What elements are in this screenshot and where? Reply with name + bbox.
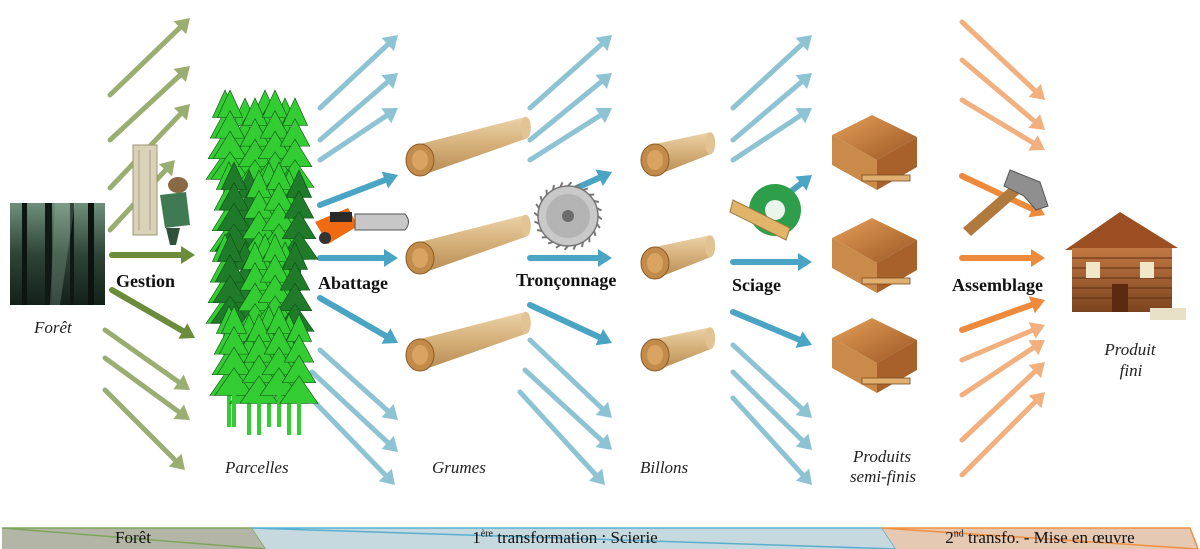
- log-icon: [405, 214, 531, 275]
- flow-arrow: [522, 367, 612, 450]
- chevron-label-mise-en-oeuvre: 2nd transfo. - Mise en œuvre: [945, 528, 1135, 547]
- flow-arrow: [730, 395, 812, 485]
- flow-arrow: [317, 171, 398, 208]
- flow-arrow: [527, 107, 612, 163]
- stage-parcelles: Parcelles: [225, 458, 289, 477]
- flow-arrow: [527, 35, 612, 111]
- flow-arrow: [959, 392, 1045, 478]
- flow-arrow: [102, 327, 190, 390]
- forest-photo-icon: [10, 203, 105, 305]
- tree-icon: [214, 305, 254, 427]
- log-icon: [640, 327, 716, 372]
- chevron-label-scierie: 1ère transformation : Scierie: [472, 528, 658, 547]
- plank-icon: [832, 115, 917, 190]
- flow-arrow: [317, 249, 398, 267]
- op-assemblage: Assemblage: [952, 275, 1043, 295]
- stage-grumes: Grumes: [432, 458, 486, 477]
- flow-arrow: [959, 19, 1045, 100]
- hammer-icon: [963, 169, 1049, 236]
- stage-produit-fini-line1: Produit: [1104, 340, 1156, 359]
- flow-arrow: [107, 66, 190, 143]
- stage-produit-fini-line2: fini: [1119, 361, 1143, 380]
- log-icon: [640, 132, 716, 177]
- flow-arrow: [527, 337, 612, 418]
- plank-icon: [832, 218, 917, 293]
- chevron-label-foret: Forêt: [115, 528, 151, 547]
- flow-arrow: [730, 73, 812, 143]
- flow-arrow: [317, 73, 398, 143]
- flow-arrow: [317, 347, 398, 420]
- log-icon: [405, 311, 531, 372]
- semi-finished-products: [832, 115, 917, 393]
- flow-arrow: [959, 97, 1045, 151]
- flow-arrow: [102, 355, 190, 420]
- op-sciage: Sciage: [732, 275, 781, 295]
- flow-arrow: [959, 362, 1045, 443]
- flow-arrow: [959, 249, 1045, 267]
- flow-arrow: [959, 296, 1045, 333]
- tree-icon: [239, 313, 279, 435]
- phase-chevrons: [1, 527, 1199, 549]
- flow-arrow: [317, 108, 398, 163]
- flow-arrow: [302, 389, 395, 485]
- op-tronconnage: Tronçonnage: [516, 270, 617, 290]
- tree-icon: [279, 313, 319, 435]
- flow-arrow: [109, 287, 195, 339]
- tree-icon: [259, 305, 299, 427]
- flow-arrow: [317, 295, 398, 344]
- flow-arrow: [959, 57, 1045, 130]
- flow-arrow: [527, 73, 612, 143]
- flow-arrow: [527, 302, 612, 346]
- flow-arrow: [102, 387, 185, 470]
- flow-arrow: [730, 35, 812, 111]
- op-gestion: Gestion: [116, 271, 176, 291]
- flow-arrow: [317, 35, 398, 111]
- lumberjack-icon: [132, 144, 190, 245]
- flow-arrow: [730, 108, 812, 163]
- plank-icon: [832, 318, 917, 393]
- flow-arrow: [730, 309, 812, 348]
- flow-arrow: [107, 18, 190, 98]
- stage-billons: Billons: [640, 458, 689, 477]
- circular-saw-icon: [533, 181, 603, 251]
- log-icon: [405, 116, 531, 177]
- chainsaw-icon: [315, 208, 409, 244]
- log-house-icon: [1065, 212, 1186, 320]
- stage-produits-line1: Produits: [853, 447, 911, 466]
- flow-arrow: [309, 369, 398, 452]
- flow-arrow: [527, 249, 612, 267]
- stage-foret: Forêt: [34, 318, 72, 337]
- flow-arrow: [517, 389, 605, 485]
- flow-arrow: [959, 322, 1045, 363]
- stage-produits-line2: semi-finis: [849, 467, 917, 486]
- flow-arrow: [109, 246, 195, 264]
- parcel-trees: [205, 89, 319, 435]
- sawmill-saw-icon: [729, 184, 801, 241]
- flow-arrow: [730, 253, 812, 271]
- flow-arrow: [730, 342, 812, 418]
- logs: [405, 116, 716, 372]
- op-abattage: Abattage: [318, 273, 388, 293]
- flow-arrow: [959, 340, 1045, 398]
- flow-arrow: [730, 369, 812, 450]
- log-icon: [640, 235, 716, 280]
